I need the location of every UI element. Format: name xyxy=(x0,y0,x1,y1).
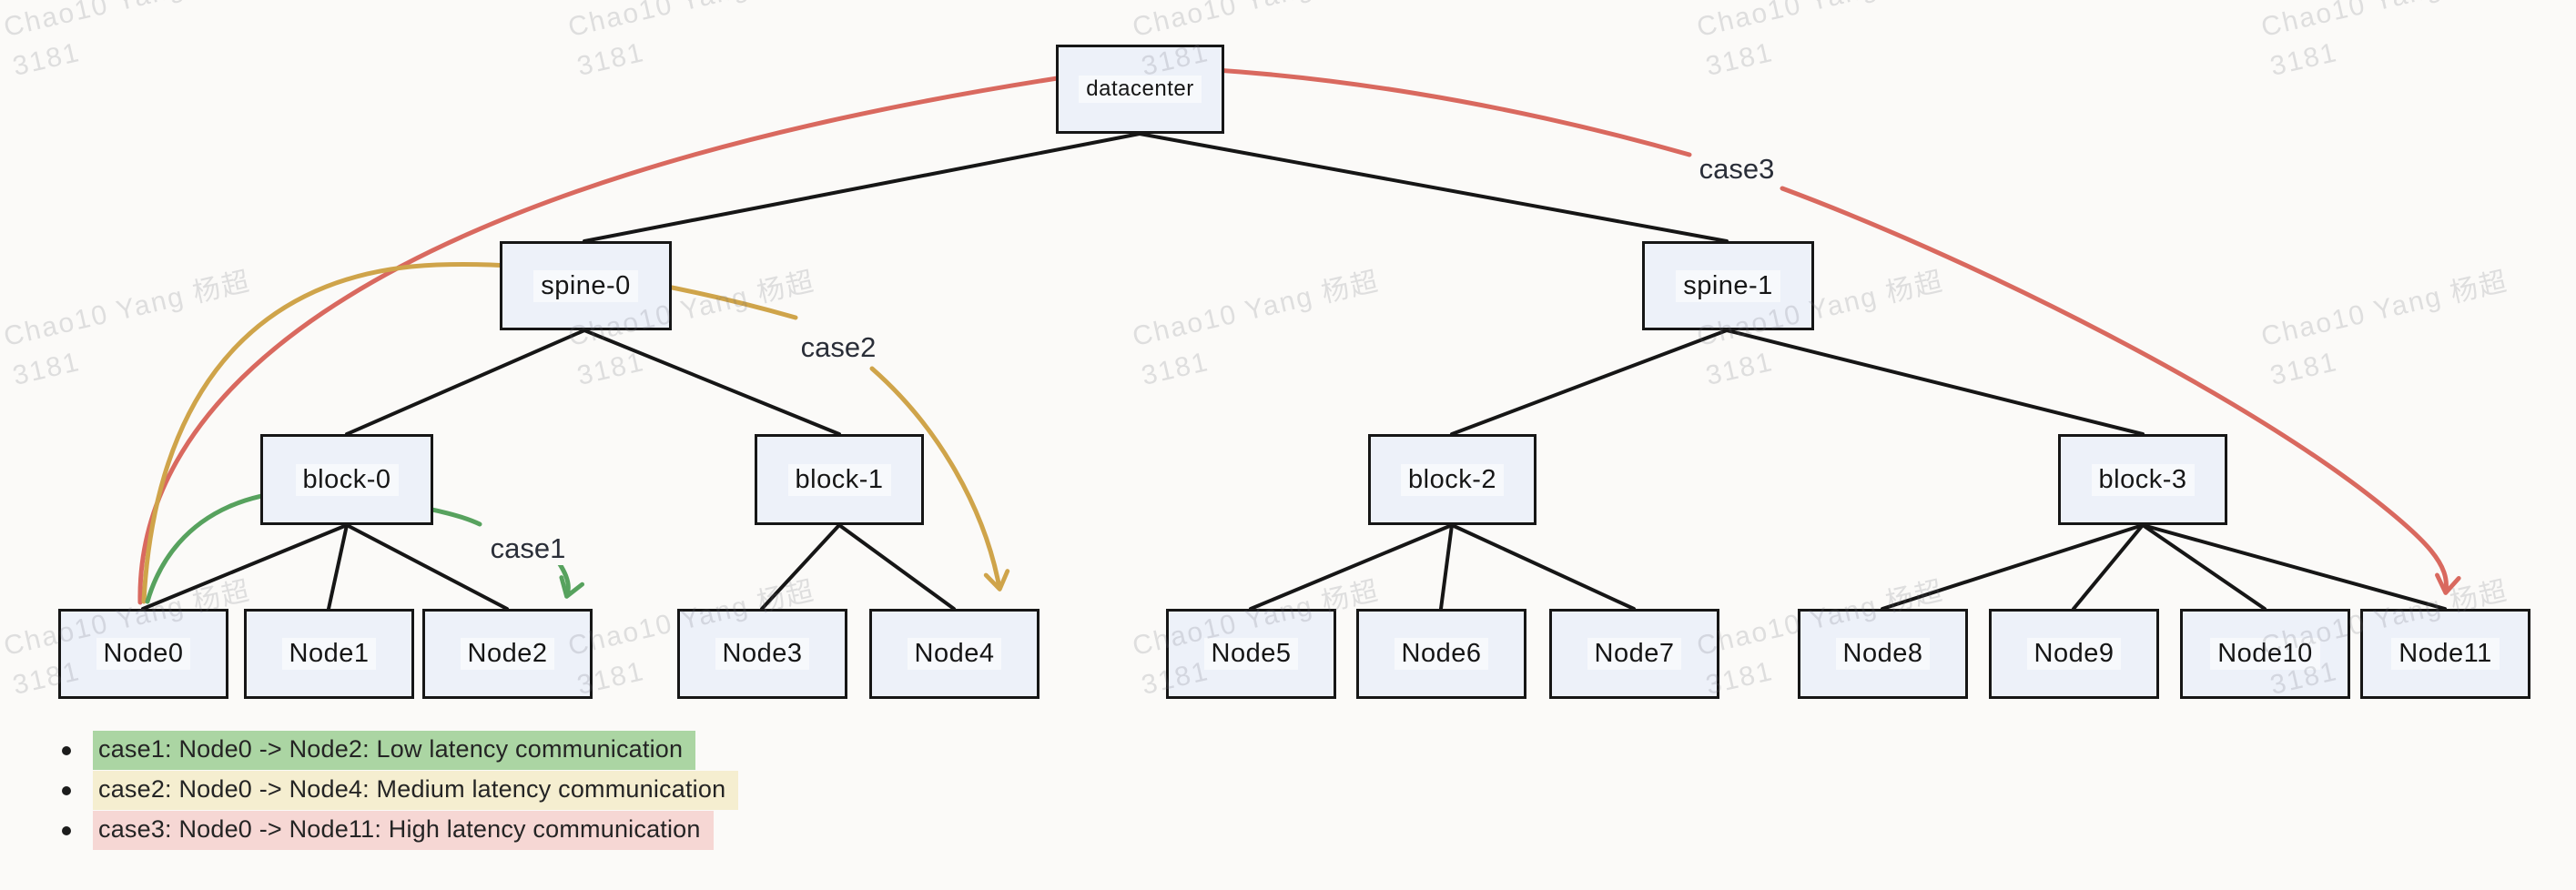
box-spine-0-label: spine-0 xyxy=(533,269,638,302)
box-block-3: block-3 xyxy=(2058,434,2227,525)
box-block-2: block-2 xyxy=(1368,434,1536,525)
legend: case1: Node0 -> Node2: Low latency commu… xyxy=(55,731,739,850)
box-node11: Node11 xyxy=(2360,609,2530,699)
case1-label: case1 xyxy=(484,532,572,565)
box-node3-label: Node3 xyxy=(715,638,810,670)
box-node0: Node0 xyxy=(58,609,228,699)
box-node4-label: Node4 xyxy=(907,638,1002,670)
box-block-1-label: block-1 xyxy=(787,463,891,496)
box-node2-label: Node2 xyxy=(460,638,555,670)
bullet-icon xyxy=(62,825,71,835)
box-node8: Node8 xyxy=(1798,609,1968,699)
box-spine-0: spine-0 xyxy=(500,241,672,330)
box-node6: Node6 xyxy=(1356,609,1526,699)
box-block-3-label: block-3 xyxy=(2091,463,2195,496)
box-node8-label: Node8 xyxy=(1835,638,1931,670)
legend-item-case1: case1: Node0 -> Node2: Low latency commu… xyxy=(55,731,738,770)
legend-case3-text: case3: Node0 -> Node11: High latency com… xyxy=(93,811,714,850)
box-node3: Node3 xyxy=(677,609,847,699)
box-node5-label: Node5 xyxy=(1203,638,1299,670)
box-node6-label: Node6 xyxy=(1394,638,1489,670)
case2-label: case2 xyxy=(795,331,882,364)
bullet-icon xyxy=(62,745,71,755)
box-node5: Node5 xyxy=(1166,609,1336,699)
box-node7-label: Node7 xyxy=(1587,638,1682,670)
box-datacenter-label: datacenter xyxy=(1079,76,1202,103)
legend-case2-text: case2: Node0 -> Node4: Medium latency co… xyxy=(93,771,739,810)
box-node10: Node10 xyxy=(2180,609,2350,699)
box-node4: Node4 xyxy=(869,609,1040,699)
box-block-0-label: block-0 xyxy=(295,463,399,496)
box-node2: Node2 xyxy=(422,609,593,699)
box-node1-label: Node1 xyxy=(281,638,377,670)
case3-curve xyxy=(137,64,1692,605)
box-node1: Node1 xyxy=(244,609,414,699)
box-block-0: block-0 xyxy=(260,434,433,525)
bullet-icon xyxy=(62,785,71,795)
box-spine-1-label: spine-1 xyxy=(1676,269,1780,302)
legend-case1-text: case1: Node0 -> Node2: Low latency commu… xyxy=(93,731,696,770)
box-block-2-label: block-2 xyxy=(1401,463,1504,496)
case3-label: case3 xyxy=(1693,153,1780,186)
box-node11-label: Node11 xyxy=(2391,638,2500,670)
case2-curve xyxy=(141,262,798,604)
box-block-1: block-1 xyxy=(755,434,924,525)
box-node10-label: Node10 xyxy=(2210,638,2320,670)
box-node9: Node9 xyxy=(1989,609,2159,699)
box-datacenter: datacenter xyxy=(1056,45,1224,134)
box-node7: Node7 xyxy=(1549,609,1719,699)
case2-arrow xyxy=(869,366,1010,592)
box-spine-1: spine-1 xyxy=(1642,241,1814,330)
box-node0-label: Node0 xyxy=(96,638,191,670)
case3-arrow xyxy=(1780,186,2461,595)
box-node9-label: Node9 xyxy=(2026,638,2122,670)
legend-item-case2: case2: Node0 -> Node4: Medium latency co… xyxy=(55,771,739,810)
legend-item-case3: case3: Node0 -> Node11: High latency com… xyxy=(55,811,738,850)
